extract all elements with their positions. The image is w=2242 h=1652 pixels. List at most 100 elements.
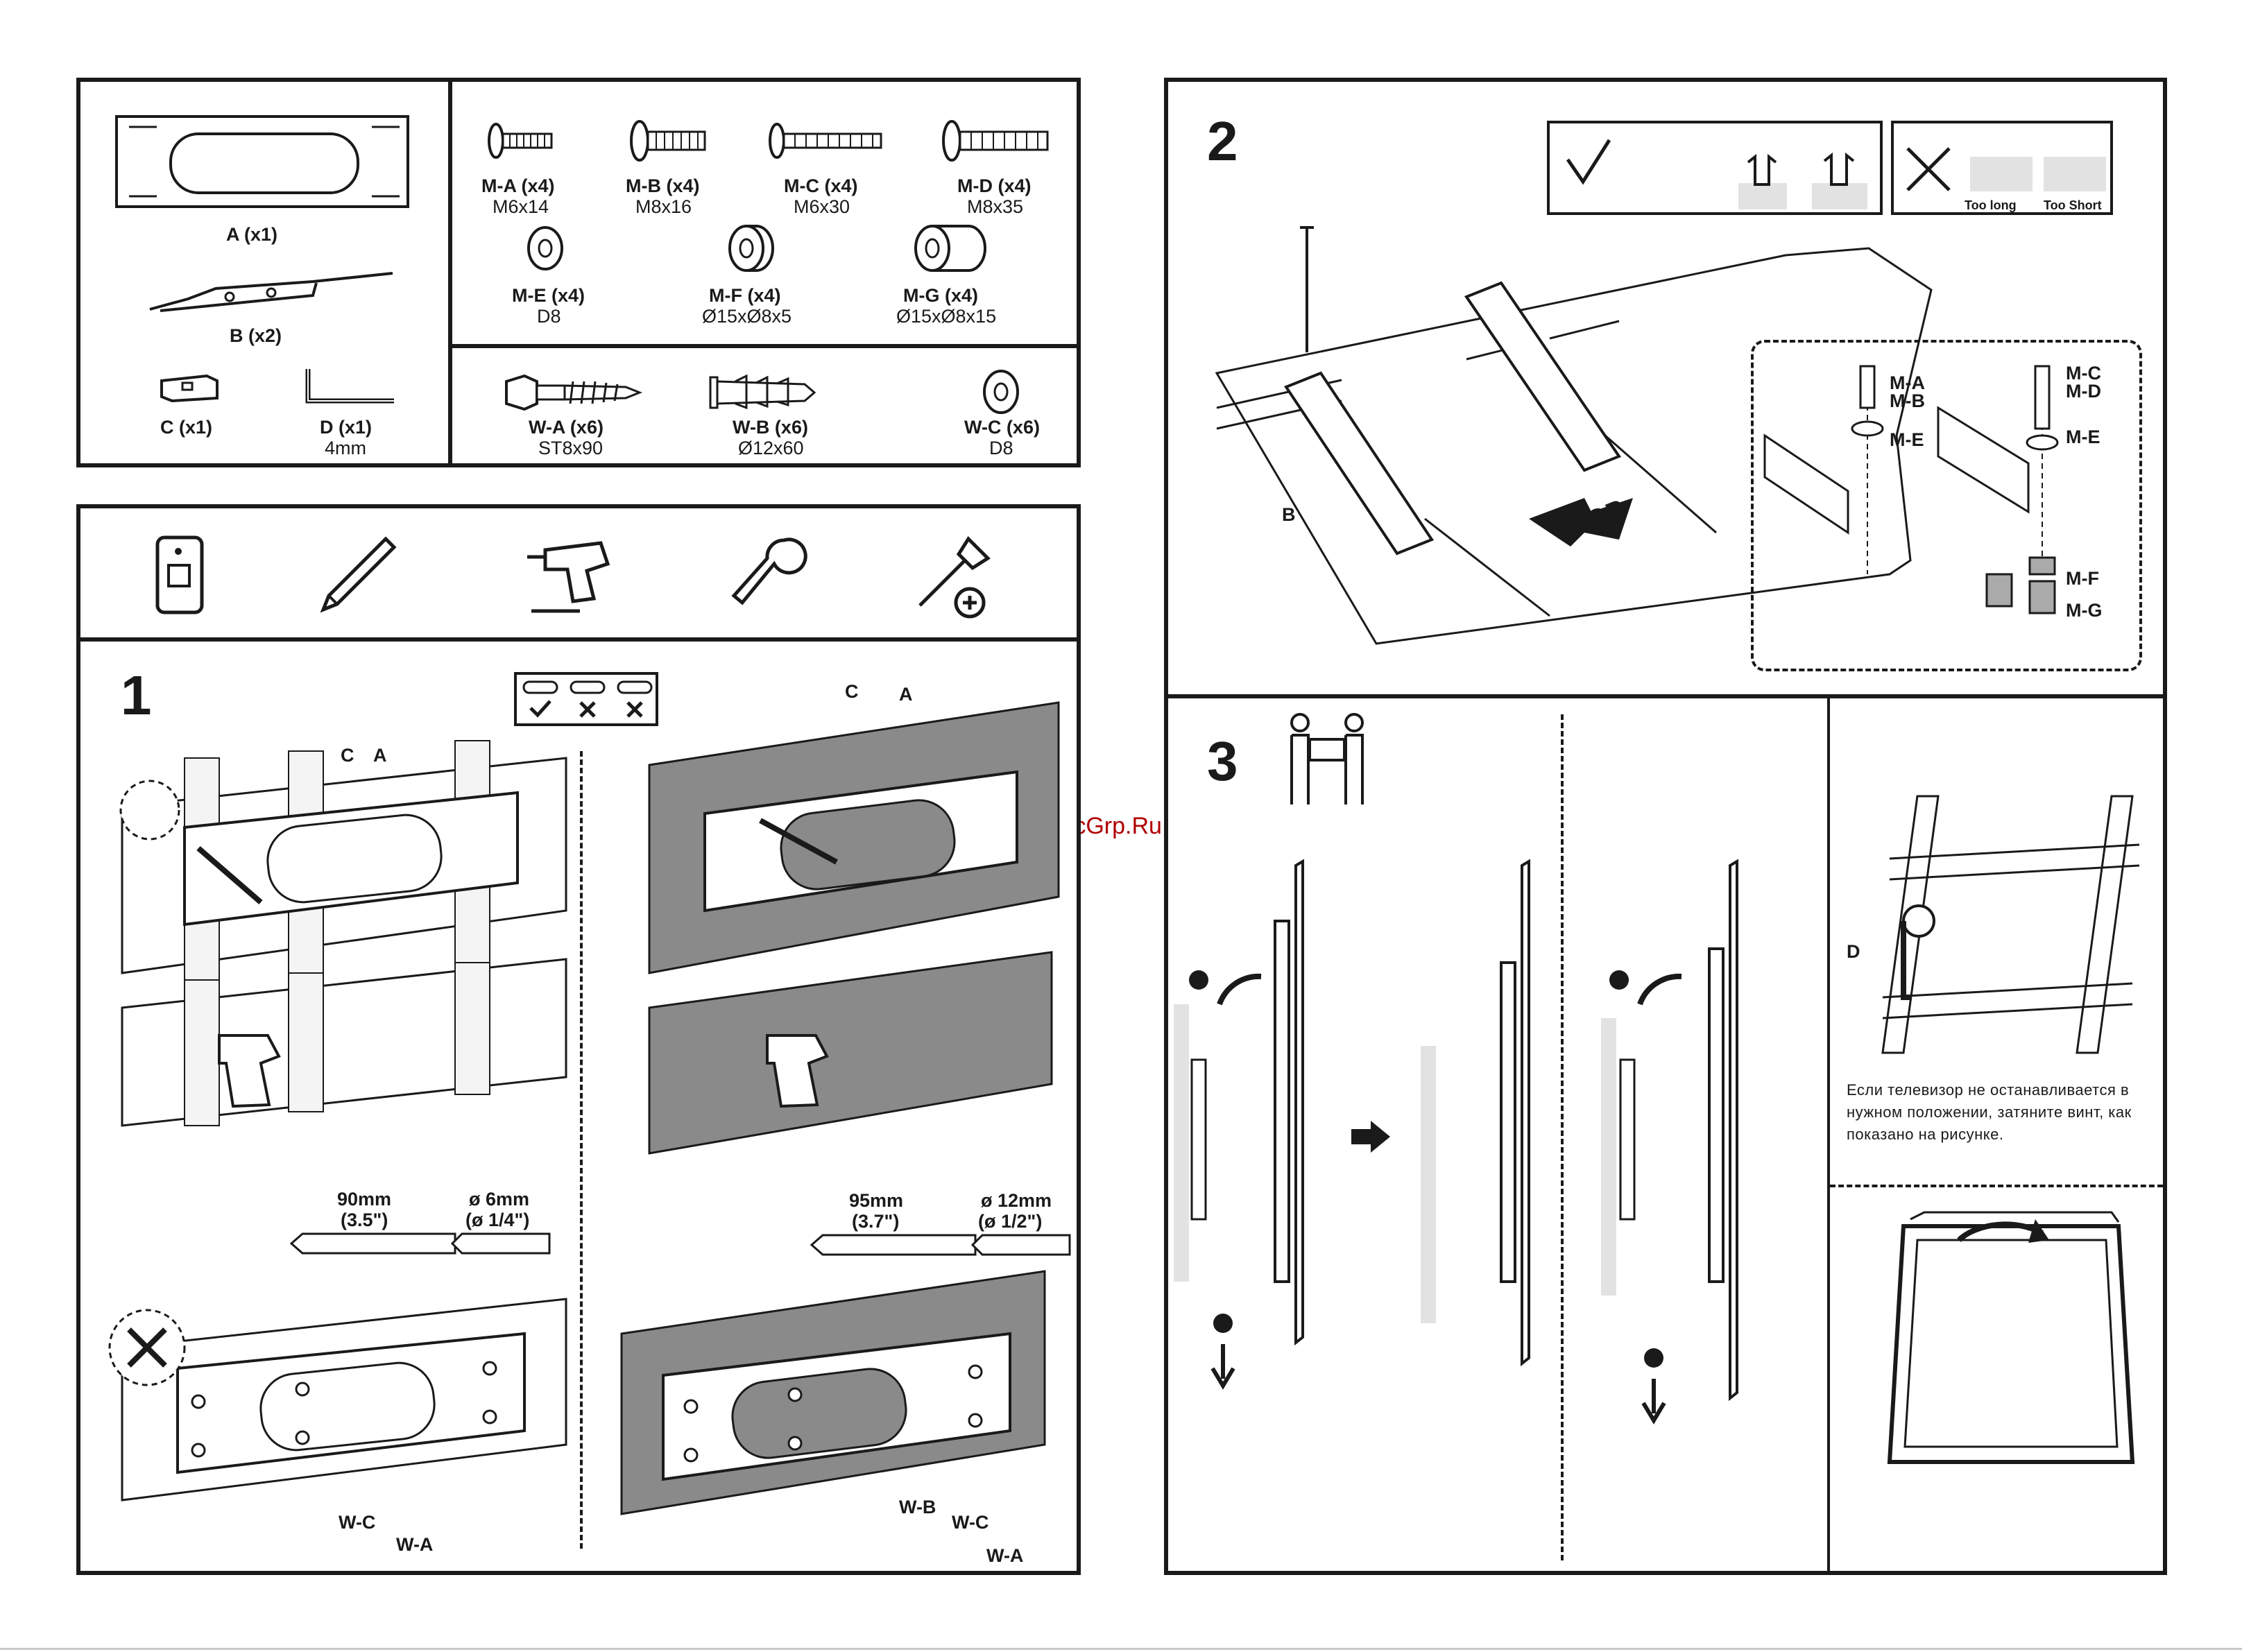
- next-arrow-icon: [1351, 1121, 1390, 1153]
- screw-m-a-icon: [488, 123, 553, 159]
- step1-label-wa-concrete: W-A: [986, 1545, 1024, 1566]
- screw-m-b-icon: [630, 120, 706, 162]
- step1-label-wa-wood: W-A: [396, 1534, 434, 1555]
- hang-tv-scene-1: [1174, 859, 1304, 1390]
- part-c-label: C (x1): [160, 417, 213, 438]
- part-m-e-label: M-E (x4): [512, 285, 585, 306]
- part-m-a-size: M6x14: [493, 196, 549, 217]
- wall-plate-a-icon: [115, 115, 409, 208]
- step1-concrete-bit-in: (ø 1/2"): [978, 1211, 1043, 1232]
- parts-divider-h: [448, 344, 1081, 348]
- part-m-f-label: M-F (x4): [709, 285, 781, 306]
- step1-concrete-depth-in: (3.7"): [852, 1211, 900, 1232]
- screw-m-d-icon: [942, 120, 1049, 162]
- washer-w-c-icon: [983, 370, 1019, 414]
- step3-note: Если телевизор не останавливается в нужн…: [1847, 1081, 2132, 1143]
- concrete-wall-screws-scene: [620, 1270, 1046, 1515]
- allen-key-d-icon: [305, 369, 394, 404]
- screw-length-wrong-box: [1891, 121, 2113, 215]
- concrete-wall-bracket-scene: [648, 701, 1060, 974]
- part-d-size: 4mm: [325, 438, 366, 458]
- step1-label-c-wood: C: [341, 745, 354, 766]
- anchor-w-b-icon: [709, 374, 816, 410]
- detail-label-me-right: M-E: [2066, 427, 2100, 447]
- tighten-screw-scene: [1881, 795, 2140, 1054]
- step1-panel: 1 C A 90mm (3.5") ø 6mm (ø 1/4"): [76, 504, 1081, 1575]
- tools-divider: [80, 637, 1077, 642]
- step1-concrete-depth: 95mm: [849, 1190, 904, 1211]
- part-b-label: B (x2): [230, 325, 282, 346]
- slot-options-icon: [514, 672, 658, 726]
- concrete-wall-drilling-scene: [648, 951, 1053, 1155]
- step-1-number: 1: [121, 664, 152, 726]
- step-2-number: 2: [1207, 110, 1238, 172]
- part-w-a-size: ST8x90: [538, 438, 604, 458]
- part-w-b-label: W-B (x6): [733, 417, 808, 438]
- detail-label-me-left: M-E: [1890, 429, 1924, 450]
- step1-wood-bit: ø 6mm: [469, 1189, 530, 1210]
- too-long-label: Too long: [1965, 198, 2017, 212]
- step1-label-a-concrete: A: [899, 684, 913, 705]
- detail-label-mc: M-C: [2066, 363, 2101, 384]
- step1-divider: [580, 751, 583, 1549]
- concrete-drill-bit-icon: [810, 1234, 1071, 1256]
- lag-bolt-w-a-icon: [505, 374, 643, 411]
- hang-tv-scene-3: [1601, 859, 1738, 1425]
- part-m-c-size: M6x30: [794, 196, 850, 217]
- part-m-a-label: M-A (x4): [481, 175, 555, 196]
- step1-label-a-wood: A: [373, 745, 387, 766]
- screw-m-c-icon: [769, 123, 882, 159]
- part-w-c-label: W-C (x6): [964, 417, 1040, 438]
- washer-m-e-icon: [527, 226, 563, 270]
- part-a-label: A (x1): [226, 224, 278, 245]
- spacer-detail-scene: [1763, 365, 2059, 614]
- spacer-m-f-icon: [728, 225, 774, 272]
- spacer-detail-box: [1751, 340, 2142, 671]
- parts-panel: A (x1) B (x2) C (x1) D (x1) 4mm: [76, 78, 1081, 467]
- part-m-c-label: M-C (x4): [784, 175, 858, 196]
- wood-wall-bracket-scene: [119, 740, 567, 981]
- part-w-b-size: Ø12x60: [738, 438, 804, 458]
- level-c-icon: [160, 374, 219, 403]
- wood-wall-screws-scene: [108, 1298, 567, 1502]
- screwdriver-icon: [918, 536, 991, 619]
- step3-divider-b: [1827, 698, 1830, 1571]
- step2-step3-divider: [1168, 694, 2163, 698]
- spacer-m-g-icon: [914, 225, 986, 272]
- step1-label-wc-wood: W-C: [339, 1512, 376, 1533]
- part-m-b-label: M-B (x4): [626, 175, 700, 196]
- part-m-b-size: M8x16: [635, 196, 692, 217]
- step3-label-d: D: [1847, 941, 1860, 962]
- step1-wood-depth-in: (3.5"): [341, 1210, 388, 1230]
- detail-label-mb: M-B: [1890, 390, 1925, 411]
- part-m-d-size: M8x35: [967, 196, 1024, 217]
- detail-label-mf: M-F: [2066, 568, 2099, 589]
- detail-label-mg: M-G: [2066, 600, 2103, 621]
- parts-divider-v: [448, 82, 452, 463]
- part-m-f-size: Ø15xØ8x5: [702, 306, 792, 327]
- part-w-a-label: W-A (x6): [529, 417, 604, 438]
- part-m-g-label: M-G (x4): [903, 285, 978, 306]
- part-w-c-size: D8: [989, 438, 1013, 458]
- step3-divider-a: [1561, 714, 1564, 1560]
- part-d-label: D (x1): [320, 417, 373, 438]
- screw-length-correct-box: [1547, 121, 1883, 215]
- step2-label-b: B: [1282, 504, 1296, 525]
- bottom-line: [0, 1648, 2242, 1650]
- step1-concrete-bit: ø 12mm: [981, 1190, 1052, 1211]
- step1-wood-depth: 90mm: [337, 1189, 392, 1210]
- drill-icon: [527, 541, 610, 613]
- hang-tv-scene-2: [1421, 859, 1530, 1367]
- step1-label-c-concrete: C: [845, 681, 859, 702]
- step1-label-wc-concrete: W-C: [952, 1512, 989, 1533]
- stud-finder-icon: [155, 535, 204, 614]
- part-m-g-size: Ø15xØ8x15: [896, 306, 997, 327]
- step3-note-divider: [1830, 1185, 2163, 1187]
- pencil-icon: [320, 536, 397, 613]
- step1-wood-bit-in: (ø 1/4"): [465, 1210, 530, 1230]
- socket-wrench-icon: [731, 537, 807, 605]
- part-m-e-size: D8: [537, 306, 561, 327]
- tilt-tv-scene: [1887, 1211, 2135, 1464]
- step-3-number: 3: [1207, 730, 1238, 792]
- wood-wall-drilling-scene: [121, 958, 567, 1127]
